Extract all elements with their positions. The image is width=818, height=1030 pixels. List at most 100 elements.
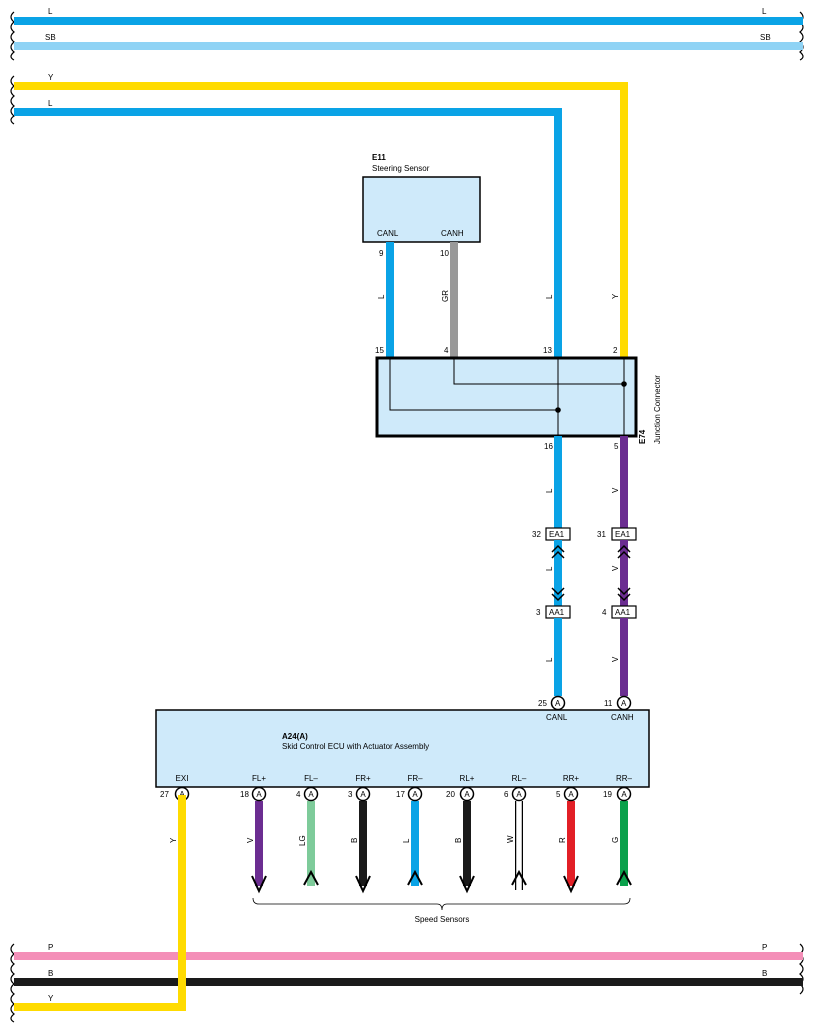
ecu-conn-circle [355, 786, 371, 802]
wire-label-sb-left: SB [45, 33, 56, 42]
ecu-pin-number: 19 [603, 790, 612, 799]
ecu-bottom-pins: EXI27YAFL+18VAFL–4LGAFR+3BAFR–17LARL+20B… [160, 774, 633, 894]
chevron-up-icon [407, 869, 423, 886]
break-mark-mid-left [10, 75, 16, 125]
wire-label-l-top-right: L [762, 7, 767, 16]
ecu-pin-label: FL+ [252, 774, 266, 783]
pin-number-9: 9 [379, 249, 384, 258]
steering-sensor: E11 Steering Sensor CANL CANH 9 10 L GR … [362, 153, 620, 358]
wire-label-v-a: V [611, 487, 620, 493]
ecu-conn-circle [616, 786, 632, 802]
ecu-conn-circle [459, 786, 475, 802]
ecu-pin-11: 11 [604, 699, 613, 708]
jc-pin-4: 4 [444, 346, 449, 355]
wire-l-second [14, 108, 562, 358]
wire-label-y-left: Y [48, 73, 54, 82]
exi-wire-label: Y [169, 837, 178, 843]
jc-pin-15: 15 [375, 346, 384, 355]
jc-splice-l [555, 407, 561, 413]
speed-sensors-brace: Speed Sensors [252, 897, 631, 924]
skid-control-ecu: CANL CANH A24(A) Skid Control ECU with A… [155, 709, 650, 894]
arrow-down-icon [355, 875, 371, 894]
jc-internal-canl [389, 358, 558, 411]
sensor-wire-label: B [454, 838, 463, 843]
wire-label-y-bottom-left: Y [48, 994, 54, 1003]
wire-label-v-c: V [611, 656, 620, 662]
pin-number-10: 10 [440, 249, 449, 258]
connector-pin-4: 4 [602, 608, 607, 617]
arrow-down-icon [563, 875, 579, 894]
sensor-wire-label: B [350, 838, 359, 843]
ecu-conn-letter: A [621, 790, 627, 799]
ecu-conn-circle [303, 786, 319, 802]
ecu-canl-label: CANL [546, 713, 568, 722]
lower-can-wires: L V EA1 32 EA1 31 L V AA1 3 AA1 4 L V 25… [532, 436, 637, 711]
down-chevron-v-icon [617, 587, 631, 602]
wire-label-y-main: Y [611, 293, 620, 299]
ecu-pin-label: RR– [616, 774, 633, 783]
connector-ea1-l-label: EA1 [549, 530, 565, 539]
connector-pin-32: 32 [532, 530, 541, 539]
jc-pin-2: 2 [613, 346, 618, 355]
wire-label-l-main: L [545, 294, 554, 299]
ecu-name: Skid Control ECU with Actuator Assembly [282, 742, 429, 751]
wire-y-top [14, 82, 628, 358]
wire-label-b-left: B [48, 969, 53, 978]
ecu-pin-number: 27 [160, 790, 169, 799]
jc-internal-canh [453, 358, 624, 385]
ecu-conn-letter: A [360, 790, 366, 799]
sensor-wire-label: LG [298, 835, 307, 846]
break-mark-bottom-left [10, 943, 15, 1023]
ecu-conn-letter-canl: A [555, 699, 561, 708]
connector-aa1-v-label: AA1 [615, 608, 631, 617]
sensor-wire-label: R [558, 837, 567, 843]
jc-pin-13: 13 [543, 346, 552, 355]
steering-sensor-pin-canl: CANL [377, 229, 399, 238]
ecu-conn-letter: A [412, 790, 418, 799]
ecu-pin-label: FR+ [355, 774, 371, 783]
ecu-conn-letter: A [464, 790, 470, 799]
break-mark-bottom-right [799, 943, 804, 995]
sensor-wire-label: G [611, 837, 620, 843]
top-bus: L L SB SB Y L [10, 7, 804, 358]
brace-line [252, 897, 631, 911]
ecu-conn-circle [511, 786, 527, 802]
connector-ea1-v-label: EA1 [615, 530, 631, 539]
down-chevron-l-icon [551, 587, 565, 602]
jc-pin-5: 5 [614, 442, 619, 451]
ecu-pin-label: RR+ [563, 774, 580, 783]
steering-sensor-code: E11 [372, 153, 386, 162]
chevron-up-icon [616, 869, 632, 886]
wire-label-l-b: L [545, 566, 554, 571]
wire-label-v-b: V [611, 565, 620, 571]
wire-label-l-top-left: L [48, 7, 53, 16]
connector-pin-31: 31 [597, 530, 606, 539]
wire-label-l-steer: L [377, 294, 386, 299]
ecu-pin-number: 20 [446, 790, 455, 799]
ecu-pin-label: FR– [407, 774, 423, 783]
jc-code: E74 [638, 429, 647, 444]
arrow-down-icon [251, 875, 267, 894]
steering-sensor-pin-canh: CANH [441, 229, 464, 238]
junction-connector: 15 4 13 2 E74 Junction Connector 16 5 [375, 346, 662, 451]
chevron-up-icon [511, 869, 527, 886]
ecu-pin-number: 5 [556, 790, 561, 799]
wire-label-sb-right: SB [760, 33, 771, 42]
up-chevron-l-icon [551, 544, 565, 559]
ecu-conn-circle [563, 786, 579, 802]
connector-aa1-l-label: AA1 [549, 608, 565, 617]
wire-label-b-right: B [762, 969, 767, 978]
wire-y-exi [14, 795, 186, 1011]
ecu-conn-letter: A [308, 790, 314, 799]
ecu-pin-number: 18 [240, 790, 249, 799]
ecu-conn-letter: A [179, 790, 185, 799]
sensor-wire-label: L [402, 838, 411, 843]
wire-label-p-left: P [48, 943, 53, 952]
ecu-conn-letter: A [568, 790, 574, 799]
connector-pin-3: 3 [536, 608, 541, 617]
ecu-conn-letter: A [516, 790, 522, 799]
ecu-pin-label: RL+ [460, 774, 475, 783]
ecu-pin-number: 6 [504, 790, 509, 799]
ecu-pin-label: RL– [512, 774, 527, 783]
ecu-pin-number: 17 [396, 790, 405, 799]
